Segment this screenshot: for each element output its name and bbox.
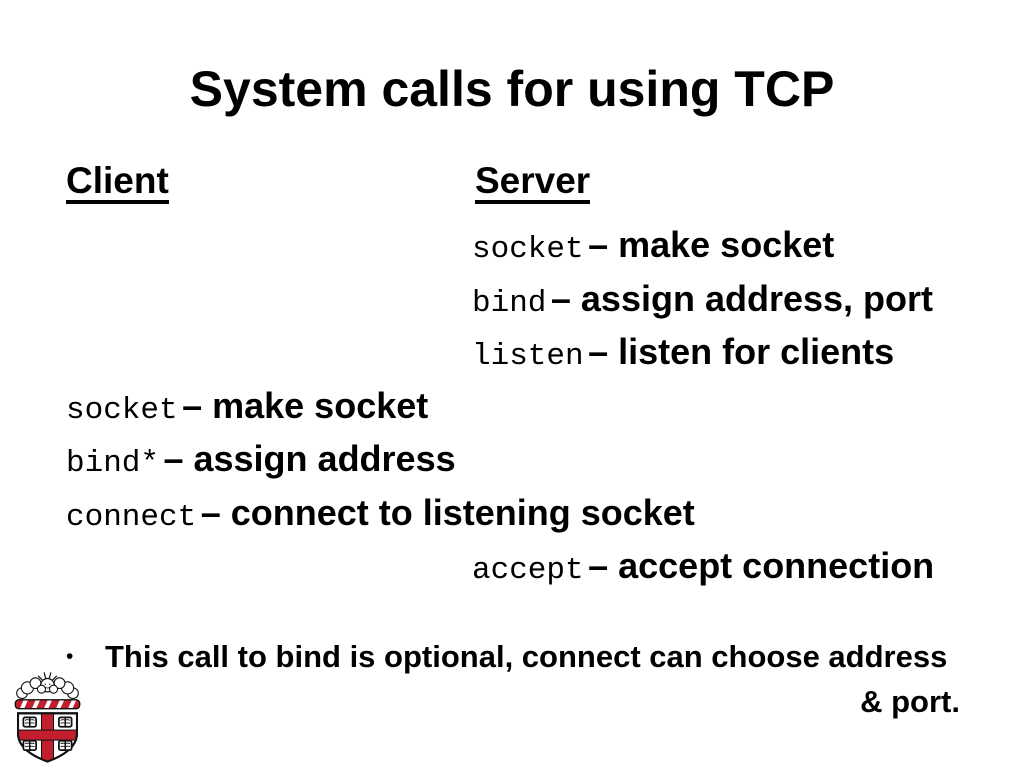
column-headings: Client Server — [66, 160, 1006, 218]
syscall-desc: – listen for clients — [588, 331, 895, 372]
bullet-text: This call to bind is optional, connect c… — [105, 634, 960, 724]
server-column-heading: Server — [475, 162, 591, 204]
syscall-code: listen — [472, 339, 584, 374]
bullet-note: • This call to bind is optional, connect… — [66, 634, 960, 724]
bullet-line-1: This call to bind is optional, connect c… — [105, 639, 948, 674]
shield-icon — [17, 712, 78, 763]
slide-body: Client Server socket – make socket bind … — [66, 160, 1006, 593]
syscall-desc: – accept connection — [588, 545, 935, 586]
brown-university-crest-logo — [14, 672, 81, 763]
slide-title: System calls for using TCP — [189, 61, 835, 117]
syscall-desc: – make socket — [182, 384, 429, 426]
syscall-desc: – connect to listening socket — [200, 491, 695, 533]
server-call-listen: listen – listen for clients — [66, 325, 1006, 379]
syscall-desc: – assign address — [163, 438, 456, 479]
syscall-code: bind — [472, 285, 547, 321]
bullet-marker: • — [66, 645, 74, 668]
client-column-heading: Client — [66, 162, 169, 204]
clouds-icon — [16, 677, 79, 700]
syscall-desc: – make socket — [588, 224, 835, 265]
bullet-line-2: & port. — [860, 684, 960, 719]
client-call-bind: bind* – assign address — [66, 432, 1006, 486]
syscall-code: socket — [66, 392, 178, 428]
client-call-socket: socket – make socket — [66, 379, 1006, 433]
syscall-code: bind* — [66, 446, 160, 481]
server-call-bind: bind – assign address, port — [66, 272, 1006, 326]
syscall-code: accept — [472, 553, 584, 588]
syscall-code: socket — [472, 232, 584, 267]
syscall-desc: – assign address, port — [550, 277, 934, 319]
syscall-code: connect — [66, 499, 197, 535]
client-call-connect: connect – connect to listening socket — [66, 486, 1006, 540]
server-call-accept: accept – accept connection — [66, 539, 1006, 593]
torse-icon — [14, 699, 81, 710]
server-call-socket: socket – make socket — [66, 218, 1006, 272]
